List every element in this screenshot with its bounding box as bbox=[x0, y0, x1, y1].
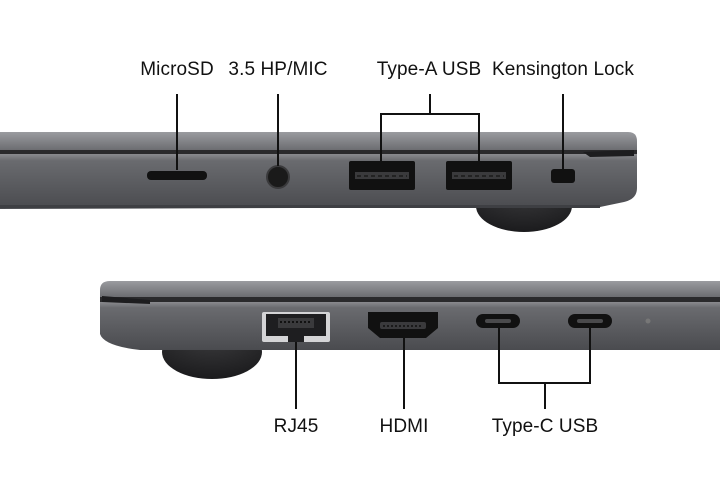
leader-hdmi bbox=[403, 338, 405, 409]
usb-c-port-1 bbox=[476, 314, 520, 328]
lid-edge bbox=[0, 132, 637, 150]
base-side bbox=[0, 154, 637, 209]
leader-usb-c-right bbox=[589, 328, 591, 384]
leader-usb-a-right bbox=[478, 113, 480, 161]
label-rj45: RJ45 bbox=[273, 416, 319, 437]
lid-edge bbox=[100, 281, 720, 297]
leader-microsd bbox=[176, 94, 178, 170]
label-audio-jack: 3.5 HP/MIC bbox=[228, 59, 328, 80]
led-indicator bbox=[645, 318, 651, 324]
leader-usb-a-stem bbox=[429, 94, 431, 114]
usb-a-port-2 bbox=[446, 161, 512, 190]
hinge-gap bbox=[100, 297, 720, 302]
label-microsd: MicroSD bbox=[140, 59, 214, 80]
leader-usb-a-left bbox=[380, 113, 382, 161]
laptop-right-side bbox=[0, 132, 637, 232]
leader-rj45 bbox=[295, 342, 297, 409]
label-hdmi: HDMI bbox=[379, 416, 429, 437]
hinge-gap bbox=[0, 150, 637, 154]
leader-audio-jack bbox=[277, 94, 279, 166]
rj45-port bbox=[262, 312, 330, 342]
label-kensington-lock: Kensington Lock bbox=[492, 59, 634, 80]
leader-usb-c-stem bbox=[544, 382, 546, 409]
leader-usb-a-bracket bbox=[380, 113, 480, 115]
label-usb-a: Type-A USB bbox=[376, 59, 482, 80]
kensington-slot bbox=[551, 169, 575, 183]
hdmi-port bbox=[368, 312, 438, 338]
laptop-left-side bbox=[100, 281, 720, 379]
label-usb-c: Type-C USB bbox=[491, 416, 599, 437]
microsd-port bbox=[147, 171, 207, 180]
leader-usb-c-left bbox=[498, 328, 500, 384]
leader-kensington-lock bbox=[562, 94, 564, 169]
usb-a-port-1 bbox=[349, 161, 415, 190]
audio-jack bbox=[266, 165, 290, 189]
usb-c-port-2 bbox=[568, 314, 612, 328]
